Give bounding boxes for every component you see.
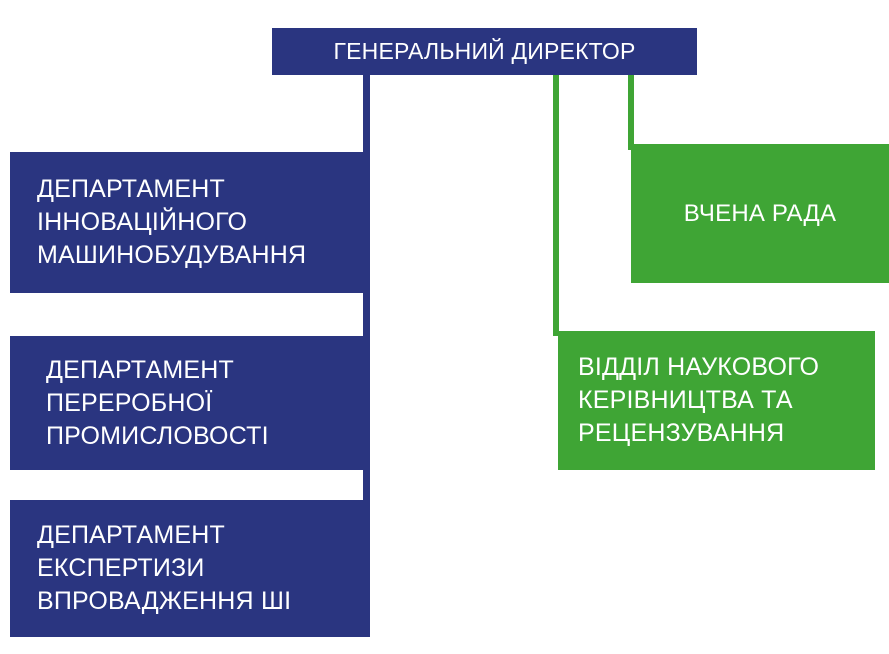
node-department-ai-expertise-label: ДЕПАРТАМЕНТ ЕКСПЕРТИЗИ ВПРОВАДЖЕННЯ ШІ — [37, 521, 292, 615]
node-general-director-label: ГЕНЕРАЛЬНИЙ ДИРЕКТОР — [333, 38, 636, 64]
connector-root-to-academic-council — [628, 70, 634, 150]
node-department-innovative-machinery-label: ДЕПАРТАМЕНТ ІННОВАЦІЙНОГО МАШИНОБУДУВАНН… — [37, 175, 307, 269]
node-department-processing-industry-label: ДЕПАРТАМЕНТ ПЕРЕРОБНОЇ ПРОМИСЛОВОСТІ — [46, 355, 269, 450]
node-academic-council[interactable]: ВЧЕНА РАДА — [631, 144, 889, 283]
node-department-innovative-machinery[interactable]: ДЕПАРТАМЕНТ ІННОВАЦІЙНОГО МАШИНОБУДУВАНН… — [10, 152, 370, 293]
node-academic-council-label: ВЧЕНА РАДА — [683, 199, 837, 227]
connector-root-to-review-unit — [553, 70, 559, 336]
node-department-processing-industry[interactable]: ДЕПАРТАМЕНТ ПЕРЕРОБНОЇ ПРОМИСЛОВОСТІ — [10, 336, 370, 470]
node-general-director[interactable]: ГЕНЕРАЛЬНИЙ ДИРЕКТОР — [272, 28, 697, 75]
node-department-ai-expertise[interactable]: ДЕПАРТАМЕНТ ЕКСПЕРТИЗИ ВПРОВАДЖЕННЯ ШІ — [10, 500, 370, 637]
node-scientific-supervision-review-unit[interactable]: ВІДДІЛ НАУКОВОГО КЕРІВНИЦТВА ТА РЕЦЕНЗУВ… — [558, 331, 875, 470]
node-scientific-supervision-review-unit-label: ВІДДІЛ НАУКОВОГО КЕРІВНИЦТВА ТА РЕЦЕНЗУВ… — [578, 353, 820, 447]
